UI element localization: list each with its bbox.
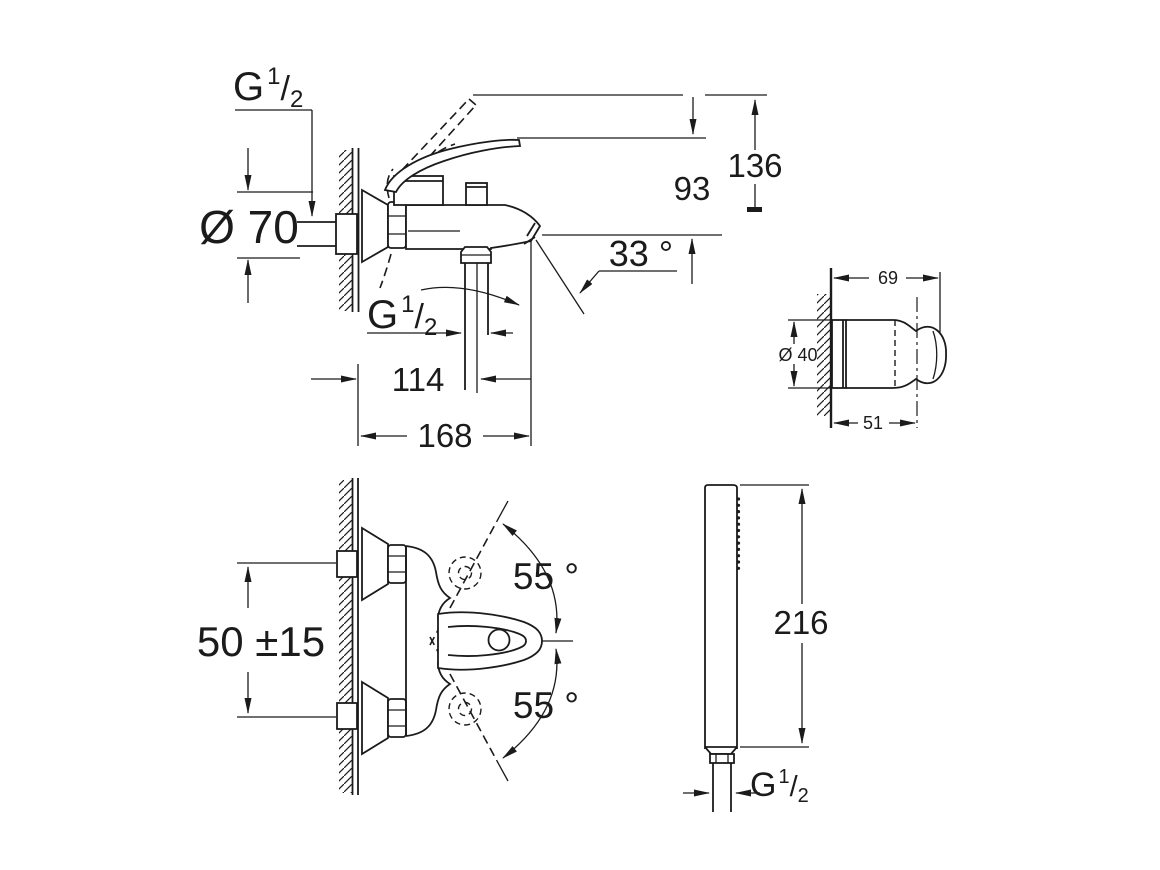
- aerator-detail: [523, 236, 536, 245]
- angle-arc: [502, 523, 562, 634]
- outlet-position-dashed: [448, 556, 482, 590]
- dim-spray-angle: 33 °: [609, 233, 673, 274]
- escutcheon-cone: [361, 188, 389, 264]
- union-nut: [387, 698, 407, 738]
- dim-holder-depth-total: 69: [878, 268, 898, 288]
- hose-nut: [709, 753, 735, 764]
- union-nut: [387, 201, 407, 249]
- holder-knob-face: [932, 330, 938, 380]
- spray-direction-line: [535, 239, 585, 315]
- swivel-axis-dashed: [429, 520, 498, 646]
- mixer-body-and-spout: [405, 204, 542, 250]
- dim-escutcheon-diameter: Ø 70: [199, 201, 299, 253]
- wall-hatch: [817, 294, 830, 416]
- side-view-mixer: [297, 98, 585, 393]
- dim-hand-shower-length: 216: [773, 604, 828, 641]
- holder-body: [846, 319, 947, 389]
- diverter-knob: [465, 182, 488, 206]
- flow-arrow: [420, 286, 520, 306]
- mixer-body-outline: [405, 545, 452, 621]
- holder-dimensions: 69 Ø 40 51: [778, 268, 941, 433]
- holder-flange: [831, 319, 847, 389]
- dim-swivel-down: 55 °: [513, 685, 579, 726]
- escutcheon-cone: [361, 526, 389, 602]
- lever-swing-arc-dashed: [379, 253, 392, 289]
- shower-holder-view: [817, 268, 947, 428]
- pipe-fitting: [335, 213, 358, 255]
- dim-terminator: [747, 207, 762, 212]
- dim-holder-diameter: Ø 40: [778, 345, 817, 365]
- lever-handle-inner-line: [447, 625, 527, 657]
- dim-swivel-up: 55 °: [513, 556, 579, 597]
- front-view-dimensions: 50 ±15 55 ° 55 °: [197, 523, 579, 759]
- union-nut: [387, 544, 407, 584]
- lever-swing-arc-dashed: [386, 168, 394, 199]
- angle-arc: [502, 648, 562, 759]
- pipe-fitting: [336, 550, 358, 578]
- outlet-position-dashed: [457, 565, 473, 581]
- dim-wall-to-pivot: 51: [863, 413, 883, 433]
- lever-handle: [383, 138, 522, 194]
- front-view-mixer: [336, 478, 573, 795]
- aerator-face: [526, 222, 536, 237]
- spray-nozzles: [736, 497, 741, 570]
- hand-shower-view: [704, 484, 741, 812]
- leader-arrow: [579, 270, 600, 294]
- swivel-axis-tick: [496, 500, 509, 522]
- wall-hatch: [339, 480, 352, 793]
- lever-cap: [487, 628, 511, 652]
- outlet-position-dashed: [457, 701, 473, 717]
- pipe-fitting: [336, 702, 358, 730]
- swivel-axis-tick: [496, 760, 509, 782]
- escutcheon-cone: [361, 680, 389, 756]
- lever-raised-dashed: [401, 98, 470, 171]
- lever-raised-tip-dashed: [468, 98, 477, 106]
- handle-taper: [704, 746, 738, 755]
- swivel-axis-dashed: [429, 636, 498, 762]
- dim-spout-to-handle: 93: [674, 170, 711, 207]
- outlet-position-dashed: [448, 692, 482, 726]
- dim-wall-to-hose: 114: [392, 361, 445, 398]
- dim-inlet-offset: 50 ±15: [197, 618, 325, 665]
- mixer-body-outline: [405, 661, 452, 737]
- hand-shower-wand: [704, 484, 738, 749]
- dim-total-depth: 168: [417, 417, 472, 454]
- dim-open-height: 136: [727, 147, 782, 184]
